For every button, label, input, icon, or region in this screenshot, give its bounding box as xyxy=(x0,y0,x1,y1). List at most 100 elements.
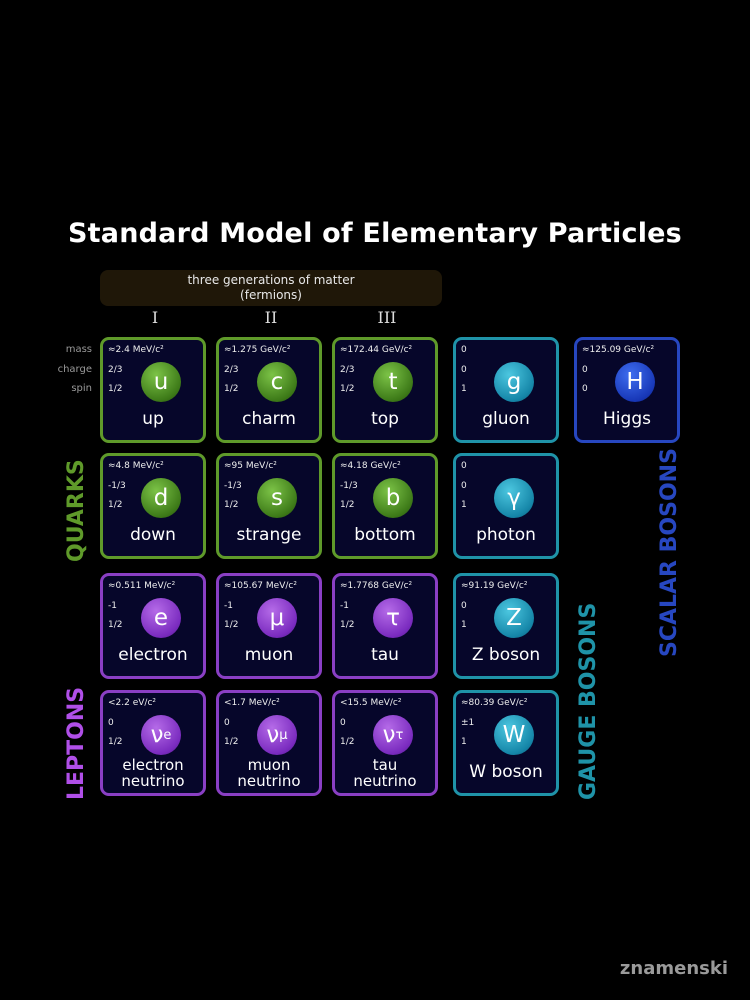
particle-card-photon: 0 0 1 γ photon xyxy=(453,453,559,559)
particle-symbol: b xyxy=(373,478,413,518)
mass-value: ≈80.39 GeV/c² xyxy=(461,698,528,708)
charge-value: 0 xyxy=(461,481,467,491)
particle-name: electron neutrino xyxy=(103,757,203,789)
watermark: znamenski xyxy=(619,958,728,979)
particle-symbol: c xyxy=(257,362,297,402)
mass-value: 0 xyxy=(461,345,467,355)
spin-value: 1 xyxy=(461,500,467,510)
spin-value: 1/2 xyxy=(340,384,355,394)
generation-numeral-3: III xyxy=(377,308,397,327)
particle-name: strange xyxy=(236,525,302,545)
charge-value: ±1 xyxy=(461,718,475,728)
mass-value: <15.5 MeV/c² xyxy=(340,698,402,708)
particle-name: bottom xyxy=(354,525,416,545)
particle-card-up: ≈2.4 MeV/c² 2/3 1/2 u up xyxy=(100,337,206,443)
charge-value: 0 xyxy=(108,718,114,728)
particle-name: charm xyxy=(242,409,296,429)
symbol-base: ν xyxy=(150,722,164,748)
particle-name: tau xyxy=(371,645,399,665)
particle-symbol: e xyxy=(141,598,181,638)
row-label-spin: spin xyxy=(71,383,92,394)
particle-name: muon neutrino xyxy=(219,757,319,789)
charge-value: -1/3 xyxy=(108,481,126,491)
charge-value: -1 xyxy=(108,601,117,611)
mass-value: ≈172.44 GeV/c² xyxy=(340,345,413,355)
symbol-base: ν xyxy=(382,722,396,748)
particle-name: up xyxy=(142,409,164,429)
mass-value: ≈4.8 MeV/c² xyxy=(108,461,164,471)
particle-card-z-boson: ≈91.19 GeV/c² 0 1 Z Z boson xyxy=(453,573,559,679)
spin-value: 1/2 xyxy=(224,737,239,747)
mass-value: ≈4.18 GeV/c² xyxy=(340,461,401,471)
particle-card-higgs: ≈125.09 GeV/c² 0 0 H Higgs xyxy=(574,337,680,443)
particle-name: W boson xyxy=(469,762,543,782)
spin-value: 1/2 xyxy=(224,500,239,510)
mass-value: ≈2.4 MeV/c² xyxy=(108,345,164,355)
particle-symbol: τ xyxy=(373,598,413,638)
spin-value: 1/2 xyxy=(224,384,239,394)
particle-symbol: W xyxy=(494,715,534,755)
particle-name-line1: tau xyxy=(372,756,398,774)
particle-symbol: μ xyxy=(257,598,297,638)
particle-symbol: d xyxy=(141,478,181,518)
particle-name: tau neutrino xyxy=(335,757,435,789)
charge-value: 2/3 xyxy=(224,365,239,375)
generations-label-line1: three generations of matter xyxy=(187,273,355,287)
mass-value: ≈95 MeV/c² xyxy=(224,461,277,471)
symbol-subscript: μ xyxy=(279,727,288,743)
particle-name-line2: neutrino xyxy=(353,772,417,790)
particle-card-w-boson: ≈80.39 GeV/c² ±1 1 W W boson xyxy=(453,690,559,796)
particle-card-electron: ≈0.511 MeV/c² -1 1/2 e electron xyxy=(100,573,206,679)
particle-name: photon xyxy=(476,525,536,545)
symbol-base: ν xyxy=(266,722,280,748)
mass-value: ≈0.511 MeV/c² xyxy=(108,581,176,591)
charge-value: 0 xyxy=(224,718,230,728)
spin-value: 1/2 xyxy=(108,737,123,747)
generations-label-box: three generations of matter (fermions) xyxy=(100,270,442,306)
particle-card-muon: ≈105.67 MeV/c² -1 1/2 μ muon xyxy=(216,573,322,679)
charge-value: -1/3 xyxy=(340,481,358,491)
mass-value: <1.7 MeV/c² xyxy=(224,698,280,708)
page-title: Standard Model of Elementary Particles xyxy=(68,218,682,249)
spin-value: 1 xyxy=(461,384,467,394)
particle-name-line2: neutrino xyxy=(237,772,301,790)
mass-value: ≈105.67 MeV/c² xyxy=(224,581,297,591)
spin-value: 1/2 xyxy=(224,620,239,630)
charge-value: 0 xyxy=(461,601,467,611)
charge-value: 2/3 xyxy=(340,365,355,375)
mass-value: ≈1.275 GeV/c² xyxy=(224,345,291,355)
spin-value: 0 xyxy=(582,384,588,394)
particle-symbol: γ xyxy=(494,478,534,518)
symbol-subscript: e xyxy=(163,727,172,743)
particle-name: electron xyxy=(118,645,188,665)
generation-numeral-2: II xyxy=(264,308,278,327)
spin-value: 1/2 xyxy=(340,737,355,747)
spin-value: 1 xyxy=(461,620,467,630)
charge-value: 0 xyxy=(461,365,467,375)
group-label-gauge-bosons: GAUGE BOSONS xyxy=(576,602,601,800)
group-label-scalar-bosons: SCALAR BOSONS xyxy=(657,448,682,657)
particle-card-down: ≈4.8 MeV/c² -1/3 1/2 d down xyxy=(100,453,206,559)
group-label-quarks: QUARKS xyxy=(64,459,89,562)
particle-name: Higgs xyxy=(603,409,651,429)
spin-value: 1/2 xyxy=(340,500,355,510)
particle-name: Z boson xyxy=(471,645,541,665)
particle-name: top xyxy=(371,409,399,429)
particle-card-bottom: ≈4.18 GeV/c² -1/3 1/2 b bottom xyxy=(332,453,438,559)
charge-value: -1 xyxy=(224,601,233,611)
charge-value: 0 xyxy=(340,718,346,728)
particle-card-tau: ≈1.7768 GeV/c² -1 1/2 τ tau xyxy=(332,573,438,679)
charge-value: 2/3 xyxy=(108,365,123,375)
particle-card-strange: ≈95 MeV/c² -1/3 1/2 s strange xyxy=(216,453,322,559)
particle-name-line1: electron xyxy=(122,756,184,774)
mass-value: <2.2 eV/c² xyxy=(108,698,156,708)
particle-symbol: s xyxy=(257,478,297,518)
particle-card-charm: ≈1.275 GeV/c² 2/3 1/2 c charm xyxy=(216,337,322,443)
spin-value: 1 xyxy=(461,737,467,747)
